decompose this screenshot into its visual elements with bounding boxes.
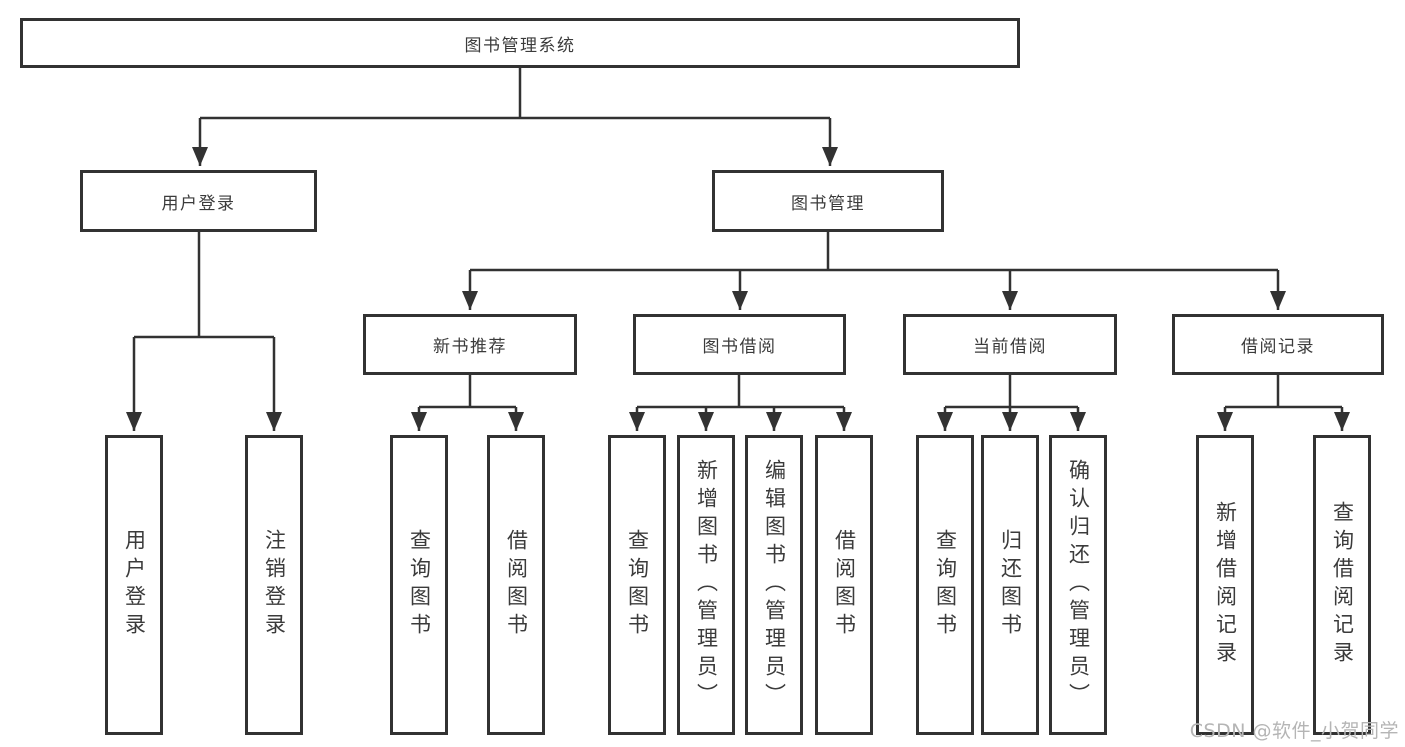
node-user-login: 用户登录: [80, 170, 317, 232]
node-book-borrow: 图书借阅: [633, 314, 846, 375]
leaf-query-borrow-record: 查询借阅记录: [1313, 435, 1371, 735]
leaf-borrow-books-2: 借阅图书: [815, 435, 873, 735]
leaf-edit-book-admin: 编辑图书（管理员）: [745, 435, 803, 735]
leaf-add-book-admin: 新增图书（管理员）: [677, 435, 735, 735]
leaf-query-books-1: 查询图书: [390, 435, 448, 735]
csdn-watermark: CSDN @软件_小贺同学: [1189, 720, 1399, 742]
leaf-return-book: 归还图书: [981, 435, 1039, 735]
leaf-borrow-books-1: 借阅图书: [487, 435, 545, 735]
leaf-query-books-2: 查询图书: [608, 435, 666, 735]
leaf-logout: 注销登录: [245, 435, 303, 735]
node-current-borrow: 当前借阅: [903, 314, 1117, 375]
leaf-add-borrow-record: 新增借阅记录: [1196, 435, 1254, 735]
leaf-query-books-3: 查询图书: [916, 435, 974, 735]
node-new-book-recommend: 新书推荐: [363, 314, 577, 375]
node-book-management: 图书管理: [712, 170, 944, 232]
leaf-user-login: 用户登录: [105, 435, 163, 735]
node-root-system: 图书管理系统: [20, 18, 1020, 68]
leaf-confirm-return-admin: 确认归还（管理员）: [1049, 435, 1107, 735]
node-borrow-records: 借阅记录: [1172, 314, 1384, 375]
